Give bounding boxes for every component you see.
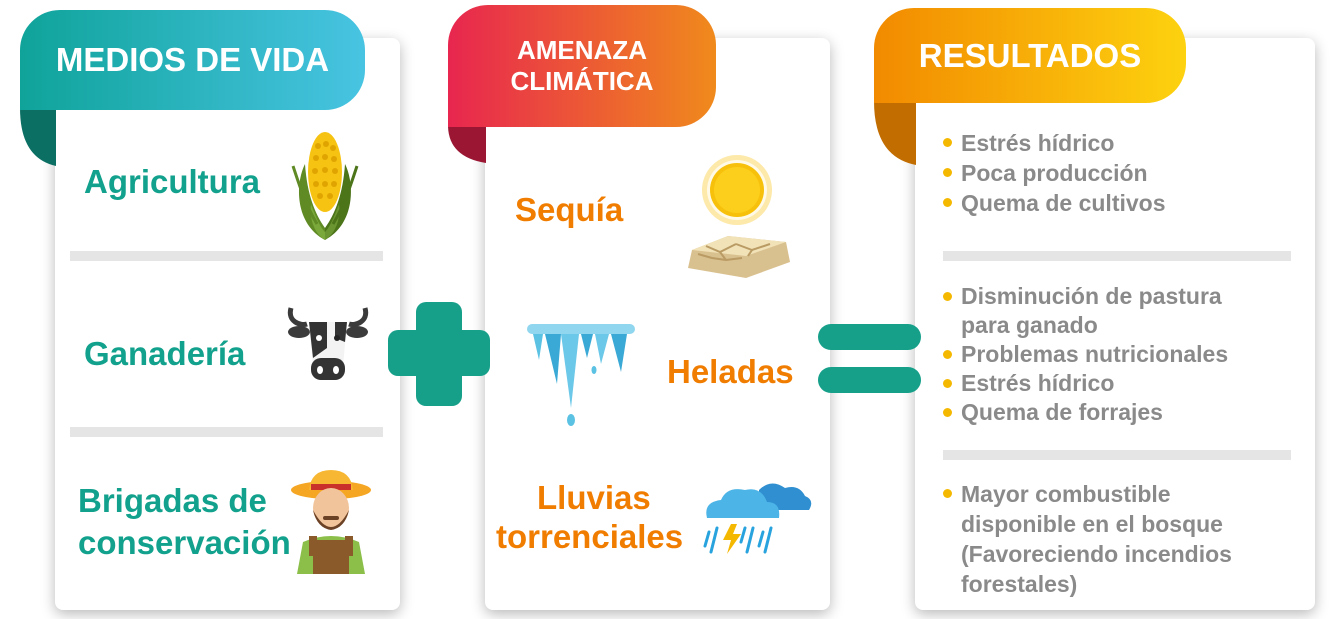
divider bbox=[943, 251, 1291, 261]
list-item: Mayor combustible bbox=[943, 479, 1232, 509]
sequia-label: Sequía bbox=[515, 191, 624, 228]
list-item: Estrés hídrico bbox=[943, 128, 1166, 158]
equals-icon bbox=[818, 324, 921, 350]
brigadas-label-line1: Brigadas de bbox=[78, 482, 267, 519]
list-item: Problemas nutricionales bbox=[943, 340, 1228, 369]
list-item: Poca producción bbox=[943, 158, 1166, 188]
ribbon-fold-livelihoods bbox=[20, 108, 56, 166]
results-card bbox=[915, 38, 1315, 610]
list-item: Disminución de pastura bbox=[943, 282, 1228, 311]
list-item: Quema de forrajes bbox=[943, 398, 1228, 427]
divider bbox=[70, 427, 383, 437]
livelihoods-header: MEDIOS DE VIDA bbox=[20, 10, 365, 110]
ribbon-fold-threat bbox=[448, 125, 486, 163]
results-group-livestock: Disminución de pastura para ganado Probl… bbox=[943, 282, 1228, 427]
cracked-ground-icon bbox=[688, 236, 790, 278]
list-item: Quema de cultivos bbox=[943, 188, 1166, 218]
brigadas-label-line2: conservación bbox=[78, 524, 291, 561]
divider bbox=[70, 251, 383, 261]
lluvias-label-line1: Lluvias bbox=[537, 479, 651, 516]
plus-icon-vertical bbox=[416, 302, 462, 406]
ribbon-fold-results bbox=[874, 101, 916, 165]
list-item: Estrés hídrico bbox=[943, 369, 1228, 398]
cow-icon bbox=[287, 307, 369, 380]
farmer-icon bbox=[291, 470, 371, 574]
results-group-crops: Estrés hídrico Poca producción Quema de … bbox=[943, 128, 1166, 218]
heladas-label: Heladas bbox=[667, 353, 794, 390]
corn-icon bbox=[291, 132, 359, 240]
list-item-continuation: (Favoreciendo incendios bbox=[961, 541, 1232, 567]
divider bbox=[943, 450, 1291, 460]
equals-icon-lower bbox=[818, 367, 921, 393]
results-group-forest: Mayor combustible disponible en el bosqu… bbox=[943, 479, 1232, 599]
list-item-continuation: para ganado bbox=[961, 312, 1098, 338]
list-item-continuation: forestales) bbox=[961, 571, 1078, 597]
results-header: RESULTADOS bbox=[874, 8, 1186, 103]
agricultura-label: Agricultura bbox=[84, 163, 261, 200]
icicles-icon bbox=[527, 324, 635, 426]
list-item-continuation: disponible en el bosque bbox=[961, 511, 1223, 537]
sun-icon bbox=[702, 155, 772, 225]
ganaderia-label: Ganadería bbox=[84, 335, 246, 372]
lluvias-label-line2: torrenciales bbox=[496, 518, 684, 555]
storm-cloud-icon bbox=[703, 483, 812, 554]
